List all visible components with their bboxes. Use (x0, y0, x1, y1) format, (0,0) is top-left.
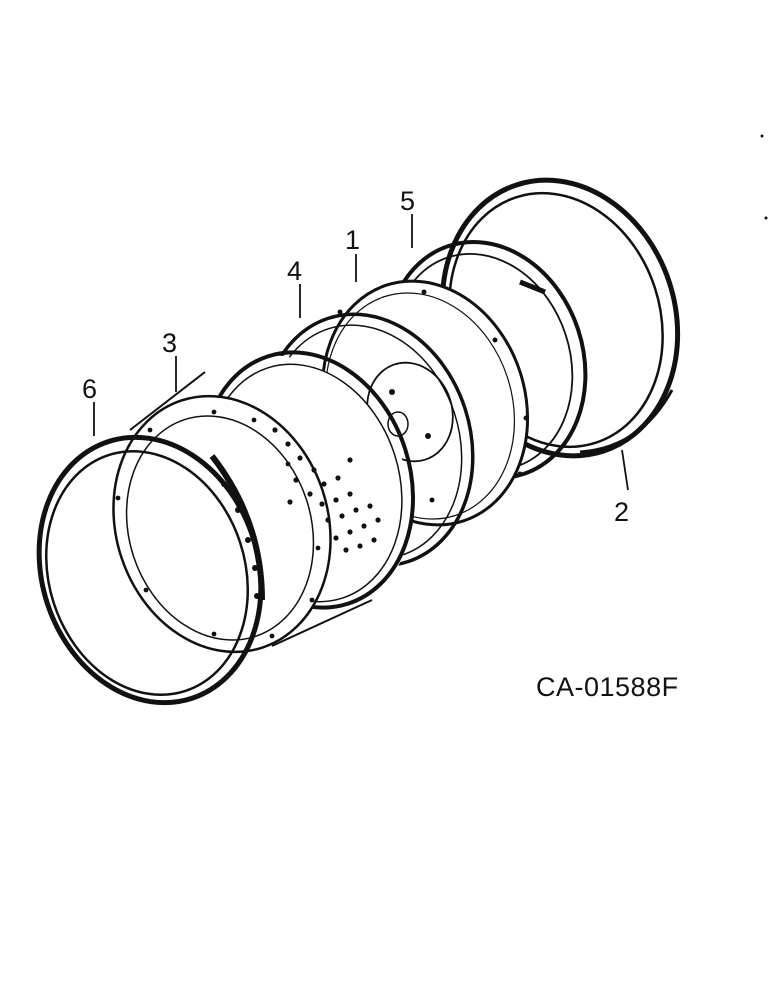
callout-1: 1 (345, 225, 360, 255)
callout-4: 4 (287, 256, 302, 286)
callout-2: 2 (614, 497, 629, 527)
speck-mark (760, 134, 764, 138)
drawing-code: CA-01588F (536, 672, 679, 702)
callout-3: 3 (162, 328, 177, 358)
leader-line-2 (621, 449, 629, 491)
leader-lines (93, 214, 629, 491)
drum-perforations (272, 427, 381, 553)
part-6-front-rim-ring (36, 434, 265, 706)
front-flange-holes (115, 409, 321, 639)
part-3-perforated-drum (112, 350, 415, 654)
callout-6: 6 (82, 374, 97, 404)
speck-mark (764, 216, 768, 220)
callout-5: 5 (400, 186, 415, 216)
